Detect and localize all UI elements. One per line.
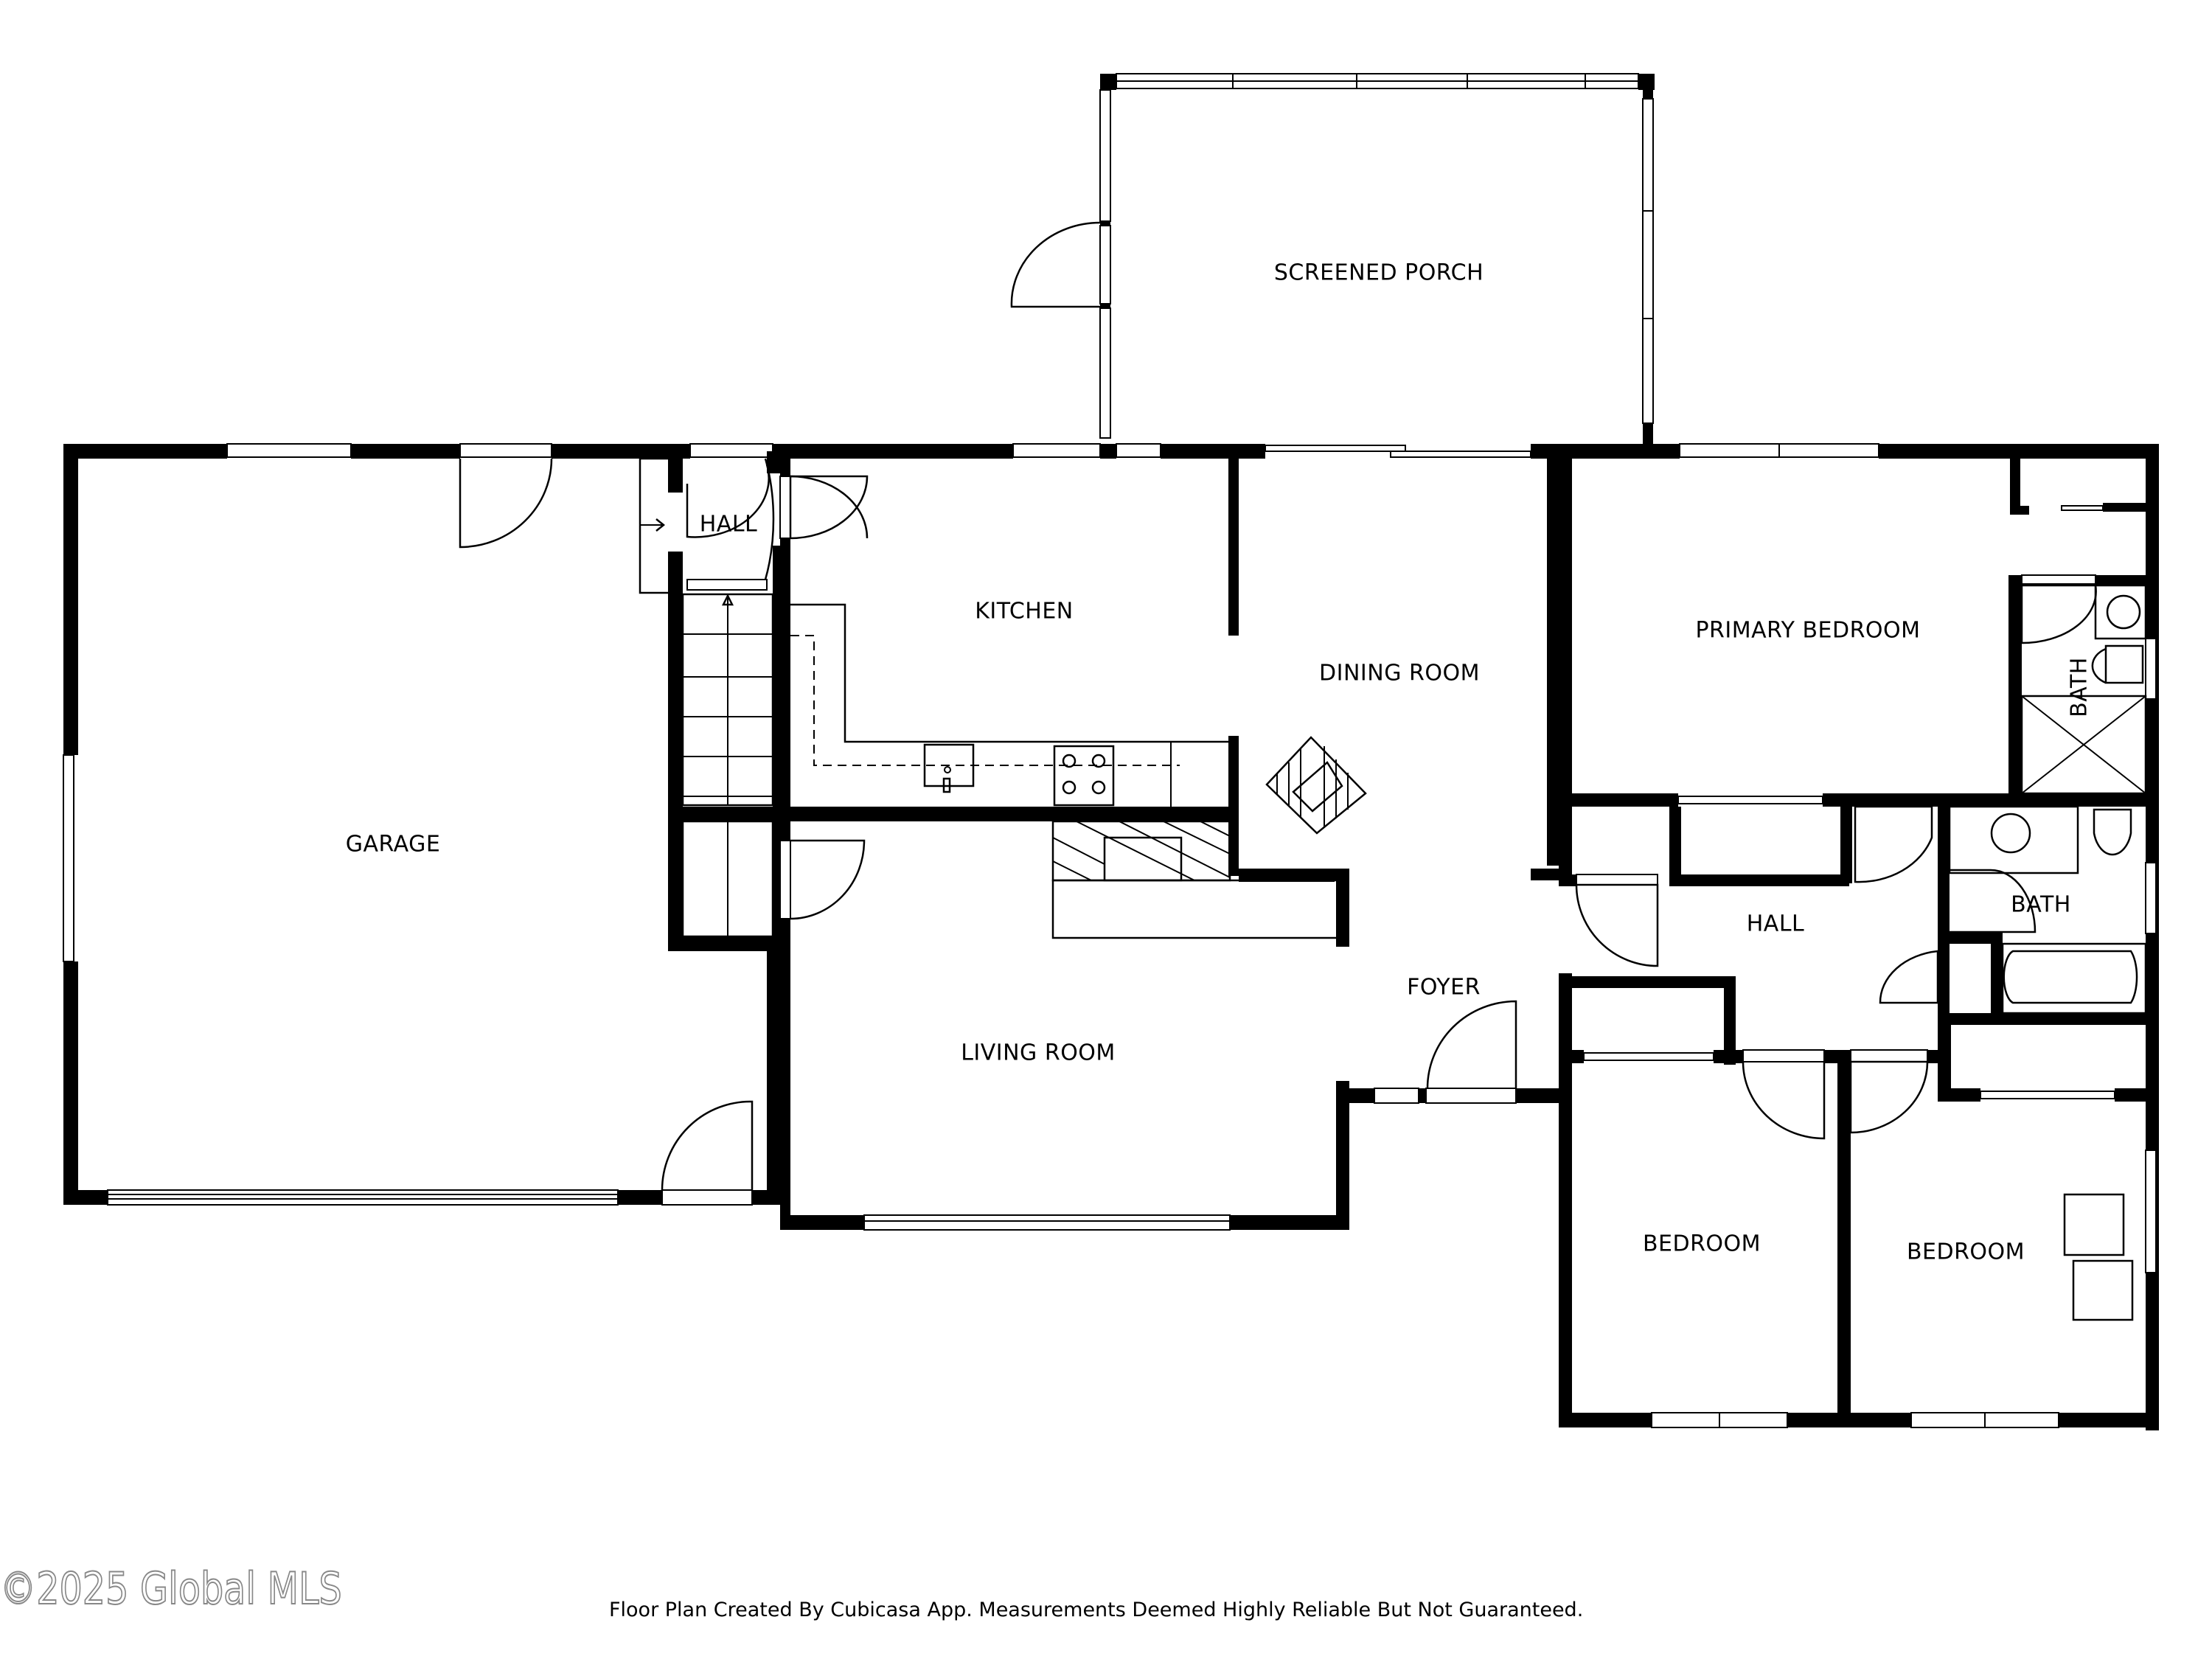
living-room-walls	[779, 821, 1349, 1231]
stairs-hall-walls	[639, 451, 787, 1205]
room-label-foyer: FOYER	[1407, 974, 1481, 1001]
dining-room-walls	[1265, 451, 1560, 880]
bedrooms-walls	[1559, 1025, 2159, 1428]
room-label-bedroom-2: BEDROOM	[1906, 1239, 2025, 1265]
room-label-primary-bath: BATH	[2066, 657, 2093, 717]
foyer-walls	[1349, 1000, 1560, 1104]
room-label-hall-bedrooms: HALL	[1746, 911, 1805, 937]
hall-bath-walls	[1879, 805, 2159, 1025]
room-label-hall-bath: BATH	[2011, 891, 2071, 918]
room-label-dining-room: DINING ROOM	[1319, 660, 1480, 686]
room-label-screened-porch: SCREENED PORCH	[1273, 260, 1484, 286]
room-label-primary-bedroom: PRIMARY BEDROOM	[1695, 617, 1921, 644]
garage-walls	[63, 444, 780, 1206]
room-label-hall-upper: HALL	[699, 511, 758, 538]
copyright-watermark: ©2025 Global MLS	[0, 1562, 343, 1615]
room-label-kitchen: KITCHEN	[975, 598, 1074, 625]
primary-bedroom-walls	[1559, 451, 2159, 1430]
disclaimer-text: Floor Plan Created By Cubicasa App. Meas…	[609, 1599, 1584, 1621]
screened-porch-walls	[1010, 73, 1655, 451]
exterior-top-wall	[63, 443, 2159, 459]
room-label-bedroom-1: BEDROOM	[1642, 1231, 1761, 1257]
kitchen-walls	[779, 451, 1239, 876]
room-label-living-room: LIVING ROOM	[961, 1040, 1116, 1066]
room-label-garage: GARAGE	[345, 831, 441, 858]
bedroom-hall-walls	[1559, 805, 1950, 1069]
